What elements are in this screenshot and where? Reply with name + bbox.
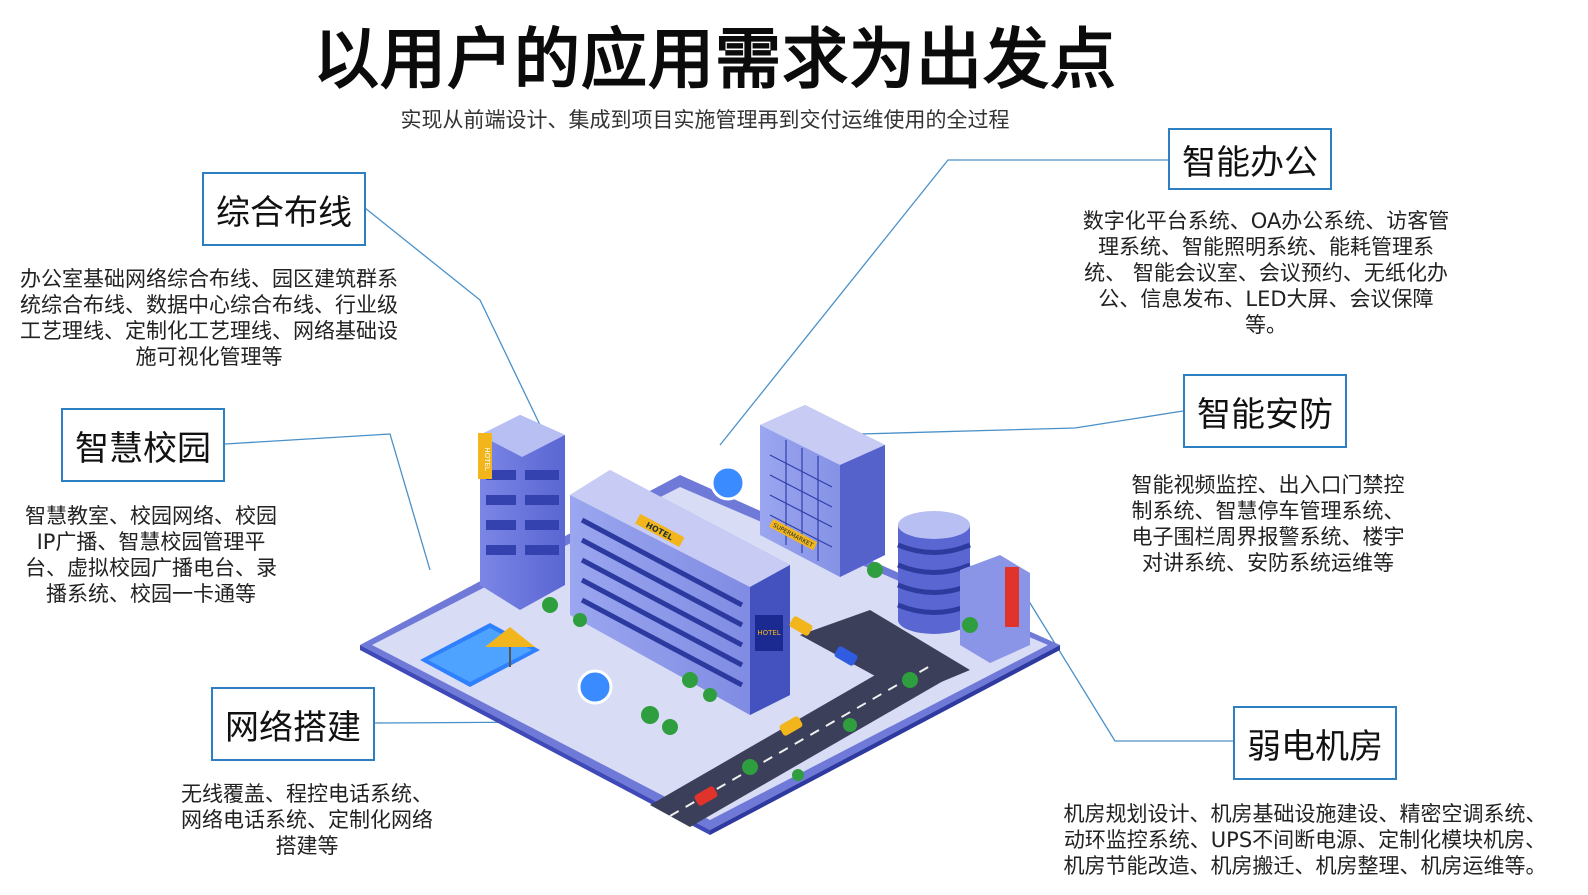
trees [542,562,978,781]
label-network-text: 网络搭建 [225,707,361,748]
umbrella [485,627,535,647]
desc-network: 无线覆盖、程控电话系统、 网络电话系统、定制化网络 搭建等 [181,782,433,858]
hotel-panel-sign: HOTEL [757,629,780,637]
desc-datacenter: 机房规划设计、机房基础设施建设、精密空调系统、 动环监控系统、UPS不间断电源、… [1063,802,1547,878]
label-office: 智能办公 [1168,128,1332,190]
label-wiring: 综合布线 [202,172,366,246]
car-yellow-2 [779,716,803,736]
label-office-text: 智能办公 [1182,142,1318,183]
label-campus: 智慧校园 [61,408,225,482]
city-illustration: HOTEL HOTEL HOTEL SUPERMARKET [360,405,1060,835]
tower-right: SUPERMARKET [760,405,885,577]
label-security-text: 智能安防 [1197,394,1333,435]
label-security: 智能安防 [1183,374,1347,448]
connector-wiring [364,207,541,426]
connector-office [719,159,1168,446]
label-network: 网络搭建 [211,687,375,761]
fountain-top [710,465,746,501]
desc-campus: 智慧教室、校园网络、校园 IP广播、智慧校园管理平 台、虚拟校园广播电台、录 播… [25,504,277,606]
tower-hotel-sign: HOTEL [483,447,491,470]
tower-left: HOTEL [478,415,565,610]
desc-office: 数字化平台系统、OA办公系统、访客管 理系统、智能照明系统、能耗管理系 统、 智… [1082,209,1450,337]
label-wiring-text: 综合布线 [216,192,352,233]
fountain-bottom [577,669,613,705]
connector-security [859,410,1184,435]
page-title: 以用户的应用需求为出发点 [313,21,1117,98]
page-subtitle: 实现从前端设计、集成到项目实施管理再到交付运维使用的全过程 [400,108,1010,132]
desc-security: 智能视频监控、出入口门禁控 制系统、智慧停车管理系统、 电子围栏周界报警系统、楼… [1131,473,1405,575]
car-yellow [789,616,813,636]
desc-wiring: 办公室基础网络综合布线、园区建筑群系 统综合布线、数据中心综合布线、行业级 工艺… [20,267,398,369]
connector-datacenter [1021,589,1233,742]
label-datacenter-text: 弱电机房 [1247,726,1383,767]
tower-cylinder [897,511,971,634]
label-campus-text: 智慧校园 [75,428,211,469]
road-2 [800,610,970,695]
hotel-main: HOTEL HOTEL [570,470,790,715]
building-small [960,555,1030,663]
label-datacenter: 弱电机房 [1233,706,1397,780]
connector-campus [224,433,431,571]
car-blue [834,646,858,666]
car-red [694,786,718,806]
